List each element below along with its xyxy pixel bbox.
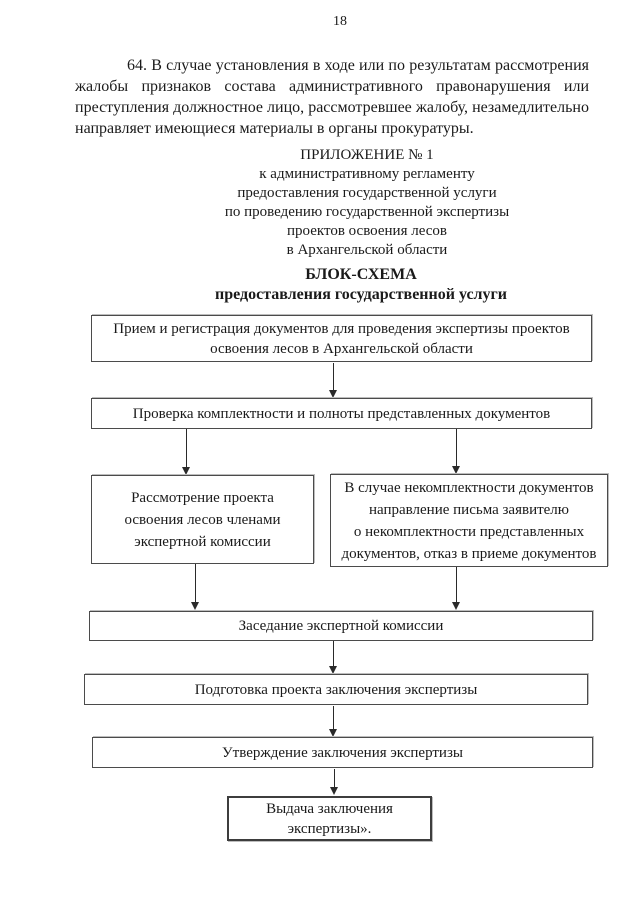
box-text-line: освоения лесов членами: [124, 511, 281, 528]
paragraph-64-line: преступления должностное лицо, рассмотре…: [75, 99, 589, 116]
flowchart-box-issuance: Выдача заключения экспертизы».: [227, 796, 432, 841]
flowchart-box-project-review: Рассмотрение проекта освоения лесов член…: [91, 475, 314, 564]
arrow-down-icon: [329, 641, 338, 674]
box-text-line: Рассмотрение проекта: [131, 489, 274, 506]
box-text-line: документов, отказ в приеме документов: [341, 545, 597, 562]
arrow-down-icon: [191, 564, 200, 610]
arrow-down-icon: [330, 769, 339, 795]
box-text-line: экспертизы».: [287, 820, 372, 837]
box-text-line: Заседание экспертной комиссии: [238, 618, 444, 634]
paragraph-64-line: жалобы признаков состава административно…: [75, 78, 589, 95]
box-text-line: Выдача заключения: [266, 800, 393, 817]
arrow-down-icon: [329, 706, 338, 737]
appendix-line: к административному регламенту: [259, 166, 475, 182]
paragraph-64: 64. В случае установления в ходе или по …: [75, 55, 589, 139]
flowchart-title: БЛОК-СХЕМА предоставления государственно…: [161, 265, 561, 305]
flowchart-box-approval: Утверждение заключения экспертизы: [92, 737, 593, 768]
flowchart-box-commission-meeting: Заседание экспертной комиссии: [89, 611, 593, 641]
flowchart-title-main: БЛОК-СХЕМА: [305, 266, 417, 283]
paragraph-64-line: направляет имеющиеся материалы в органы …: [75, 120, 474, 137]
box-text-line: В случае некомплектности документов: [344, 479, 594, 496]
appendix-line: проектов освоения лесов: [287, 223, 447, 239]
page-number: 18: [333, 14, 347, 29]
flowchart-box-reception: Прием и регистрация документов для прове…: [91, 315, 592, 362]
box-text-line: Прием и регистрация документов для прове…: [113, 320, 570, 337]
appendix-line: по проведению государственной экспертизы: [224, 204, 510, 220]
arrow-down-icon: [182, 429, 191, 475]
appendix-line: в Архангельской области: [286, 242, 448, 258]
appendix-line: предоставления государственной услуги: [237, 185, 497, 201]
box-text-line: Подготовка проекта заключения экспертизы: [194, 681, 478, 698]
arrow-down-icon: [329, 363, 338, 398]
box-text-line: Проверка комплектности и полноты предста…: [132, 405, 551, 422]
box-text-line: Утверждение заключения экспертизы: [222, 744, 463, 761]
flowchart-box-completeness-check: Проверка комплектности и полноты предста…: [91, 398, 592, 429]
arrow-down-icon: [452, 429, 461, 474]
flowchart-box-incomplete-docs: В случае некомплектности документов напр…: [330, 474, 608, 567]
box-text-line: экспертной комиссии: [134, 533, 271, 550]
box-text-line: освоения лесов в Архангельской области: [210, 340, 473, 357]
paragraph-64-line: 64. В случае установления в ходе или по …: [127, 57, 589, 74]
appendix-line: ПРИЛОЖЕНИЕ № 1: [300, 147, 434, 163]
box-text-line: направление письма заявителю: [368, 501, 569, 518]
flowchart-title-sub: предоставления государственной услуги: [214, 286, 508, 303]
arrow-down-icon: [452, 567, 461, 610]
flowchart-box-draft-conclusion: Подготовка проекта заключения экспертизы: [84, 674, 588, 705]
box-text-line: о некомплектности представленных: [353, 523, 585, 540]
appendix-heading: ПРИЛОЖЕНИЕ № 1 к административному регла…: [177, 146, 557, 260]
